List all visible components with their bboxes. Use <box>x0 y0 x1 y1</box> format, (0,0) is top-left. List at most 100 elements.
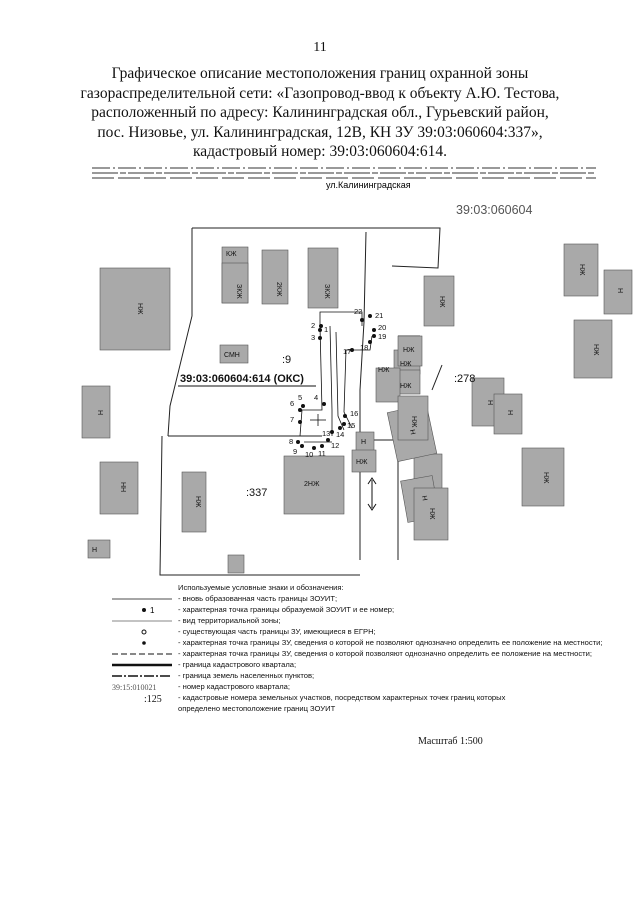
building-label-16: НЖ <box>542 472 549 484</box>
building-label-7: Н <box>96 410 103 415</box>
building-label-3: 2КЖ <box>275 282 282 297</box>
legend-item-8: - граница земель населенных пунктов; <box>110 670 630 681</box>
point-1 <box>318 328 322 332</box>
point-label-16: 16 <box>350 409 358 418</box>
buildings <box>81 243 633 574</box>
legend-text-1: - вновь образованная часть границы ЗОУИТ… <box>178 594 338 603</box>
point-22 <box>360 318 364 322</box>
legend-header: Используемые условные знаки и обозначени… <box>178 583 344 592</box>
building-30 <box>493 393 523 435</box>
legend: Используемые условные знаки и обозначени… <box>110 582 630 714</box>
building-label-13: Н <box>616 288 623 293</box>
legend-text-3: - вид территориальной зоны; <box>178 616 281 625</box>
point-14 <box>338 426 342 430</box>
legend-text-11: определено местоположение границ ЗОУИТ <box>178 704 336 713</box>
point-6 <box>298 408 302 412</box>
cadastral-map: ул.Калининградская 39:03:060604 <box>81 167 633 576</box>
street-band <box>92 167 596 179</box>
building-label-9: НЖ <box>194 496 201 508</box>
legend-symbol-quarter-number: 39:15:010021 <box>112 683 156 692</box>
building-label-20: НЖ <box>378 367 390 374</box>
parcel-label-337: :337 <box>246 487 267 499</box>
building-16 <box>521 447 565 507</box>
building-10 <box>227 554 245 574</box>
characteristic-points: 1 2 3 4 5 6 7 8 9 10 11 12 13 14 15 16 1… <box>289 307 386 459</box>
building-29 <box>87 539 111 559</box>
legend-text-6: - характерная точка границы ЗУ, сведения… <box>178 649 592 658</box>
building-label-11: НЖ <box>438 296 445 308</box>
legend-item-11: определено местоположение границ ЗОУИТ <box>110 703 630 714</box>
building-label-30: Н <box>506 410 513 415</box>
building-label-25: Н <box>408 429 416 435</box>
parcel-label-9: :9 <box>282 354 291 366</box>
building-6 <box>99 267 171 351</box>
point-19 <box>372 334 376 338</box>
legend-symbol-dot-number: 1 <box>142 606 155 615</box>
building-label-15: Н <box>486 400 493 405</box>
point-17 <box>350 348 354 352</box>
point-label-14: 14 <box>336 430 344 439</box>
title-line-3: расположенный по адресу: Калининградская… <box>91 104 549 121</box>
point-label-10: 10 <box>305 450 313 459</box>
legend-symbol-label-quarter: 39:15:010021 <box>112 683 156 692</box>
legend-symbol-small-dot <box>142 641 146 645</box>
legend-item-1: - вновь образованная часть границы ЗОУИТ… <box>110 593 630 604</box>
building-label-26: Н <box>420 495 428 501</box>
legend-symbol-dashdot-line <box>112 675 172 677</box>
building-labels: КЖ ЗКЖ 2КЖ ЗКЖ СМН НЖ Н НН НЖ НЖ НЖ Н НЖ… <box>92 251 623 554</box>
building-label-5: СМН <box>224 352 240 359</box>
point-8 <box>296 440 300 444</box>
point-label-6: 6 <box>290 399 294 408</box>
building-label-14: НЖ <box>592 344 599 356</box>
building-label-8: НН <box>119 482 126 492</box>
point-label-11: 11 <box>318 449 326 458</box>
point-2 <box>319 324 323 328</box>
legend-item-7: - граница кадастрового квартала; <box>110 659 630 670</box>
building-label-17: Н <box>92 547 97 554</box>
legend-symbol-thick-line <box>112 663 172 667</box>
building-2 <box>221 262 249 304</box>
building-label-1: КЖ <box>226 251 237 258</box>
legend-text-2: - характерная точка границы образуемой З… <box>178 605 395 614</box>
building-label-28: НЖ <box>428 508 435 520</box>
building-3 <box>261 249 289 305</box>
point-label-19: 19 <box>378 332 386 341</box>
building-23 <box>351 449 377 473</box>
building-label-24: НЖ <box>403 347 415 354</box>
point-21 <box>368 314 372 318</box>
point-15 <box>342 422 346 426</box>
legend-symbol-dash-line <box>112 653 172 655</box>
legend-text-10: - кадастровые номера земельных участков,… <box>178 693 506 702</box>
building-12 <box>563 243 599 297</box>
building-label-27: НЖ <box>410 416 417 428</box>
legend-item-2: 1 - характерная точка границы образуемой… <box>110 604 630 615</box>
point-9 <box>300 444 304 448</box>
legend-text-4: - существующая часть границы ЗУ, имеющие… <box>178 627 376 636</box>
title-line-5: кадастровый номер: 39:03:060604:614. <box>192 143 448 160</box>
title-line-1: Графическое описание местоположения гран… <box>111 65 529 82</box>
scale-label: Масштаб 1:500 <box>418 736 483 747</box>
point-label-1: 1 <box>324 325 328 334</box>
point-label-13: 13 <box>322 429 330 438</box>
building-9 <box>181 471 207 533</box>
legend-symbol-label-1: 1 <box>150 606 155 615</box>
point-label-8: 8 <box>289 437 293 446</box>
quarter-label: 39:03:060604 <box>456 203 533 217</box>
point-12 <box>326 438 330 442</box>
legend-symbol-zone-line <box>112 620 172 622</box>
legend-item-5: - характерная точка границы ЗУ, сведения… <box>110 637 630 648</box>
point-label-3: 3 <box>311 333 315 342</box>
building-label-22: Н <box>361 439 366 446</box>
point-label-22: 22 <box>354 307 362 316</box>
legend-text-5: - характерная точка границы ЗУ, сведения… <box>178 638 603 647</box>
point-label-18: 18 <box>360 343 368 352</box>
point-label-4: 4 <box>314 393 318 402</box>
building-label-12: НЖ <box>578 264 585 276</box>
building-27 <box>397 395 429 441</box>
building-21 <box>283 455 345 515</box>
point-10 <box>312 446 316 450</box>
point-4 <box>322 402 326 406</box>
building-label-6: НЖ <box>136 303 143 315</box>
legend-item-9: 39:15:010021 - номер кадастрового кварта… <box>110 681 630 692</box>
building-7 <box>81 385 111 439</box>
